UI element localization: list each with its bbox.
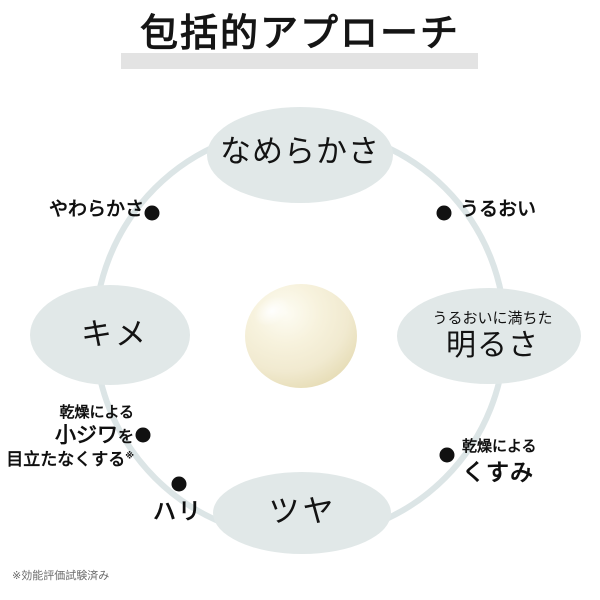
bullet-label-dullness: 乾燥による くすみ (462, 438, 596, 486)
bullet-label-moisture: うるおい (460, 199, 537, 220)
ellipse-smoothness (207, 107, 393, 203)
dullness-line1: 乾燥による (462, 438, 537, 455)
ellipse-label-smoothness: なめらかさ (220, 134, 380, 169)
page-title-wrap: 包括的アプローチ (0, 13, 600, 69)
page-title: 包括的アプローチ (139, 13, 460, 55)
ellipse-glow (213, 472, 391, 554)
fine-lines-line3: 目立たなくする※ (4, 450, 134, 471)
ellipse-label-glow: ツヤ (268, 494, 337, 529)
dot-fine-lines (135, 427, 151, 443)
fine-lines-line2-particle: を (117, 429, 134, 447)
fine-lines-line3-text: 目立たなくする (6, 449, 126, 469)
fine-lines-line2: 小ジワを (4, 423, 134, 449)
fine-lines-line1: 乾燥による (59, 404, 134, 421)
bullet-label-fine-lines: 乾燥による 小ジワを 目立たなくする※ (4, 404, 134, 471)
fine-lines-footnote-mark: ※ (125, 450, 134, 461)
ellipse-label-brightness-sub: うるおいに満ちた (432, 310, 553, 327)
ellipse-brightness (397, 288, 581, 384)
ellipse-label-texture: キメ (81, 317, 149, 352)
dot-dullness (439, 447, 455, 463)
footnote-text: ※効能評価試験済み (12, 570, 110, 582)
cream-droplet (245, 284, 357, 388)
fine-lines-line2-main: 小ジワ (54, 424, 118, 448)
dot-moisture (436, 205, 452, 221)
title-highlight-bar (121, 53, 478, 69)
ellipse-label-brightness-main: 明るさ (446, 328, 539, 362)
ellipse-texture (30, 285, 190, 385)
dot-softness (144, 205, 160, 221)
bullet-label-softness: やわらかさ (48, 199, 144, 220)
dot-firmness (171, 476, 187, 492)
dullness-line2: くすみ (462, 459, 534, 486)
ellipse-label-brightness: うるおいに満ちた 明るさ (400, 310, 585, 362)
bullet-label-firmness: ハリ (153, 498, 203, 524)
